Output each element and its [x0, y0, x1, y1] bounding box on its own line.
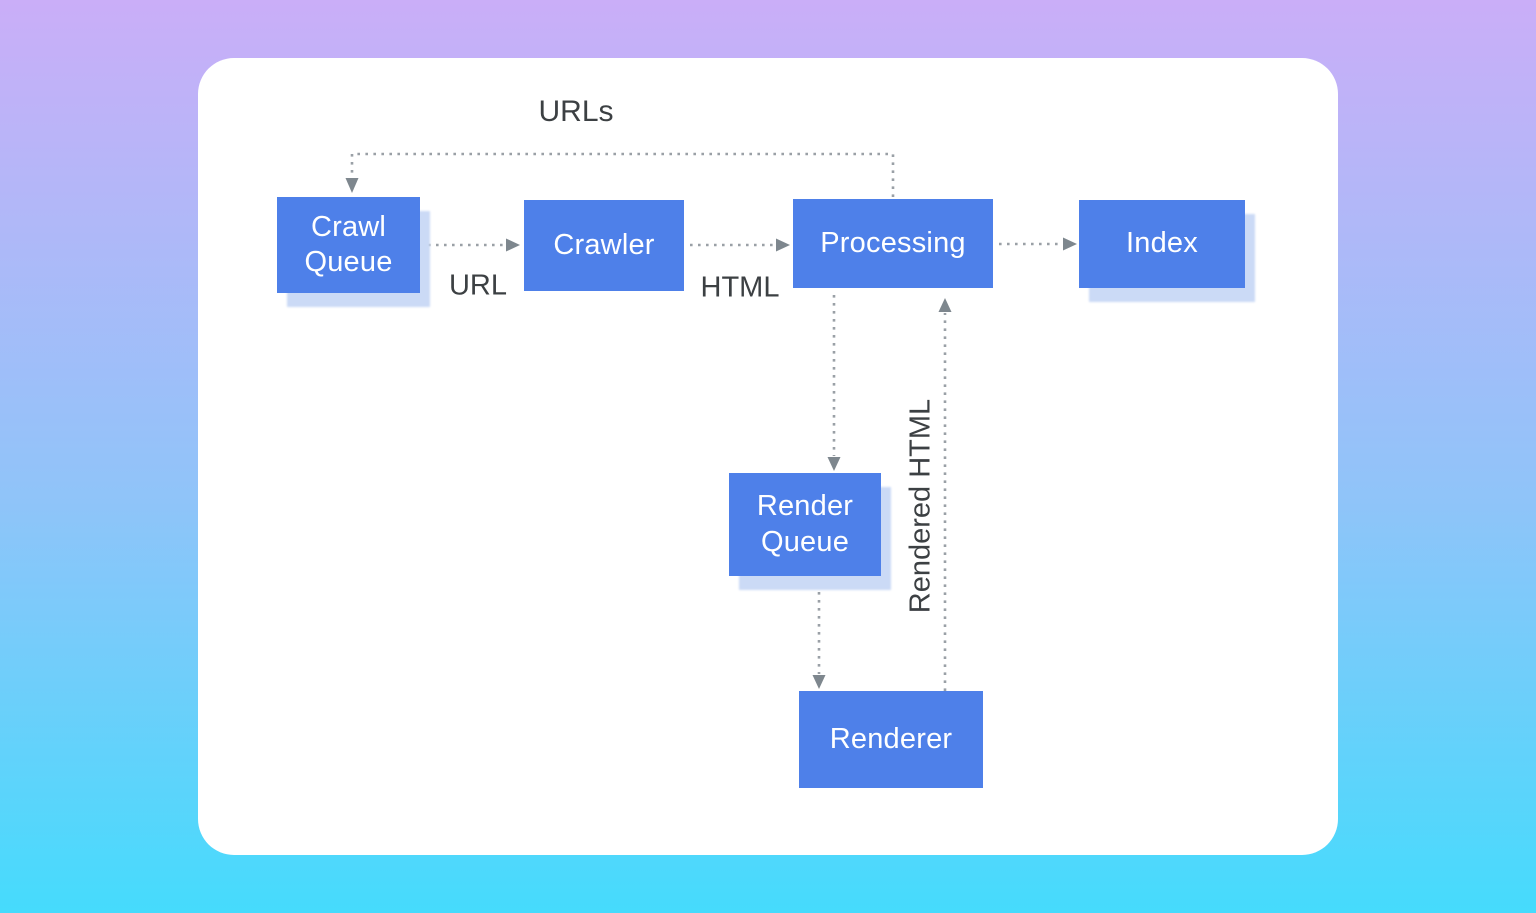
node-processing-label: Processing [820, 226, 966, 259]
node-index: Index [1079, 200, 1245, 288]
node-crawl-queue-label: Crawl Queue [304, 210, 393, 278]
edge-label-html: HTML [700, 271, 780, 304]
node-index-label: Index [1126, 227, 1198, 260]
node-renderer: Renderer [799, 691, 983, 788]
node-crawler: Crawler [524, 200, 684, 291]
node-crawl-queue: Crawl Queue [277, 197, 420, 293]
node-renderer-label: Renderer [829, 722, 953, 755]
node-processing: Processing [793, 199, 993, 288]
edge-label-url: URL [448, 269, 508, 302]
node-crawler-label: Crawler [553, 228, 655, 261]
node-render-queue-label: Render Queue [756, 490, 854, 558]
diagram-canvas [198, 58, 1338, 855]
edge-label-urls: URLs [538, 95, 614, 128]
node-render-queue: Render Queue [729, 473, 881, 576]
edge-label-rendered-html: Rendered HTML [904, 398, 937, 614]
